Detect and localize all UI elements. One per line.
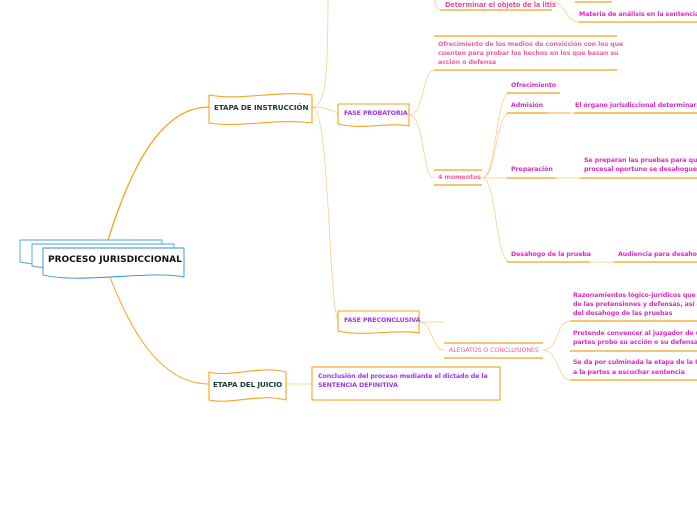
materia-node[interactable]: Materia de análisis en la sentencia bbox=[579, 11, 697, 18]
momentos-node[interactable]: 4 momentos bbox=[438, 174, 481, 181]
alegato-2-line-1[interactable]: Pretende convencer al juzgador de ue c bbox=[573, 330, 697, 337]
preparacion-detail-line-2[interactable]: procesal oportuno se desahoguen bbox=[584, 166, 697, 173]
alegato-3-line-1[interactable]: Se da por culminada la etapa de la Intr bbox=[573, 359, 697, 366]
alegato-1-line-2[interactable]: de las pretensiones y defensas, así com bbox=[573, 301, 697, 308]
ofrecimiento-medios-line-1[interactable]: Ofrecimiento de los medios de convicción… bbox=[438, 41, 624, 48]
alegato-1-line-3[interactable]: del desahogo de las pruebas bbox=[573, 310, 673, 317]
root-node-label[interactable]: PROCESO JURISDICCIONAL bbox=[48, 255, 182, 265]
alegato-3-line-2[interactable]: a la partes a escuchar sentencia bbox=[573, 369, 685, 376]
alegato-2-line-2[interactable]: partes probó su acción o su defensa bbox=[573, 339, 697, 346]
fase-probatoria[interactable]: FASE PROBATORIA bbox=[344, 110, 408, 117]
preparacion-detail-line-1[interactable]: Se preparan las pruebas para que e bbox=[584, 157, 697, 164]
juicio-detail-line-1[interactable]: Conclusión del proceso mediante el dicta… bbox=[318, 373, 488, 380]
ofrecimiento-medios-line-3[interactable]: acción o defensa bbox=[438, 59, 497, 66]
alegato-1-line-1[interactable]: Razonamientos lógico-jurídicos que la bbox=[573, 292, 697, 299]
admision-detail[interactable]: El órgano jurisdiccional determinará s bbox=[575, 102, 697, 109]
alegatos-node[interactable]: ALEGATOS O CONCLUSIONES bbox=[449, 347, 539, 354]
fase-preconclusiva[interactable]: FASE PRECONCLUSIVA bbox=[344, 317, 421, 324]
desahogo-detail[interactable]: Audiencia para desahog bbox=[618, 251, 697, 258]
litis-node[interactable]: Determinar el objeto de la litis bbox=[445, 1, 556, 9]
step-admision[interactable]: Admisión bbox=[511, 102, 544, 109]
stage-juicio[interactable]: ETAPA DEL JUICIO bbox=[213, 380, 283, 389]
ofrecimiento-medios-line-2[interactable]: cuenten para probar los hechos en los qu… bbox=[438, 50, 619, 57]
juicio-detail-line-2[interactable]: SENTENCIA DEFINITIVA bbox=[318, 382, 398, 389]
stage-instruccion[interactable]: ETAPA DE INSTRUCCIÓN bbox=[214, 103, 309, 112]
step-preparacion[interactable]: Preparación bbox=[511, 166, 553, 173]
step-desahogo[interactable]: Desahogo de la prueba bbox=[511, 251, 591, 258]
step-ofrecimiento[interactable]: Ofrecimiento bbox=[511, 82, 556, 89]
